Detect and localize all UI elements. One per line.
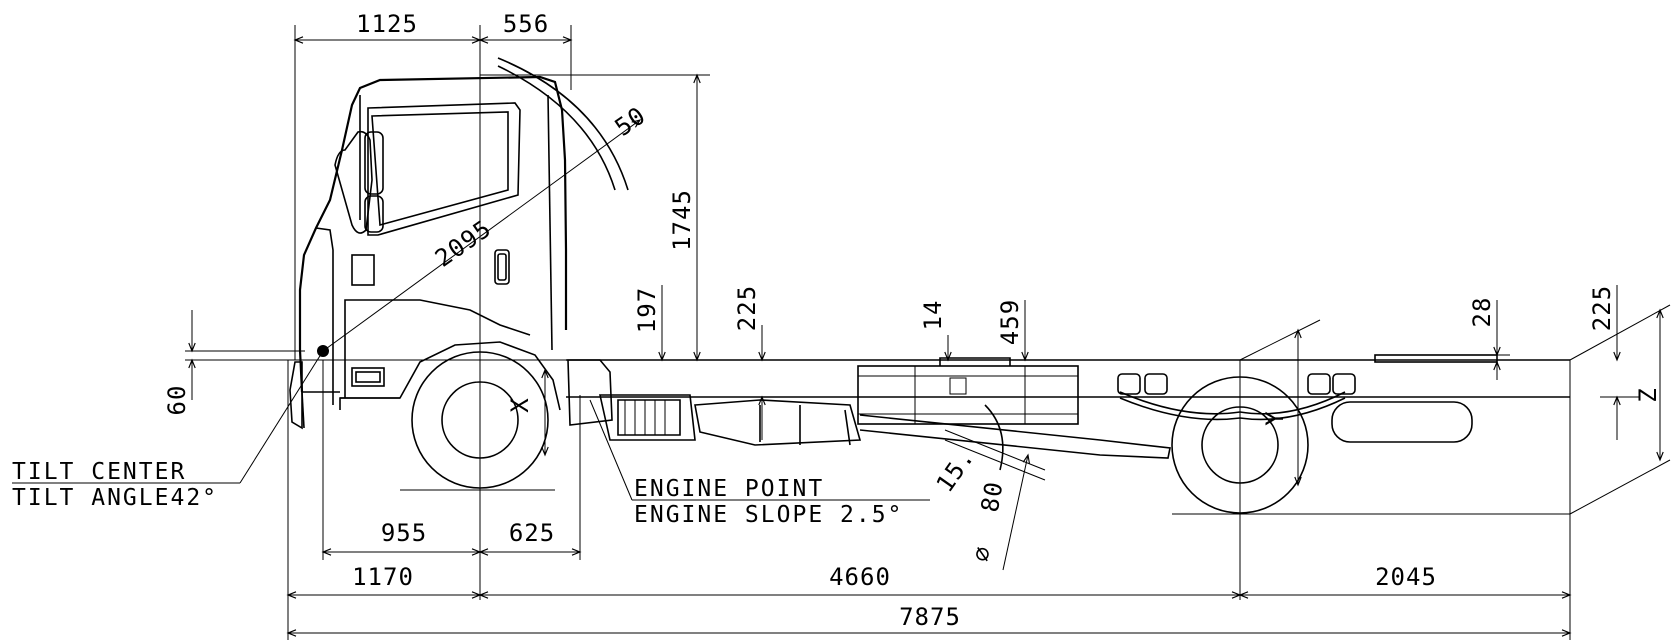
dim-1170: 1170 (352, 563, 414, 591)
tilt-center-label: TILT CENTER (12, 459, 186, 485)
reference-lines (185, 25, 1671, 640)
dim-625: 625 (509, 519, 555, 547)
dim-225-front: 225 (733, 285, 761, 331)
dim-4660: 4660 (829, 563, 891, 591)
dim-28: 28 (1468, 297, 1496, 328)
dim-60: 60 (163, 385, 191, 416)
front-wheel (400, 351, 555, 491)
engine-point-label: ENGINE POINT (634, 476, 824, 502)
dim-14: 14 (919, 300, 947, 331)
point-x-label: X (506, 397, 534, 412)
dim-2045: 2045 (1375, 563, 1437, 591)
dim-1125: 1125 (356, 10, 418, 38)
fuel-tank (857, 357, 1079, 425)
point-z-label: Z (1634, 387, 1662, 402)
dim-459: 459 (996, 299, 1024, 345)
dim-2095: 2095 (430, 214, 497, 272)
dim-7875: 7875 (899, 603, 961, 631)
dim-197: 197 (633, 287, 661, 333)
dimension-labels: 1125 556 50 2095 1745 197 225 14 459 28 … (163, 10, 1616, 631)
dim-225-rear: 225 (1588, 285, 1616, 331)
dim-1745: 1745 (668, 189, 696, 251)
diameter-symbol: ⌀ (967, 544, 997, 564)
cab (289, 75, 568, 430)
tilt-angle-label: TILT ANGLE42° (12, 485, 218, 511)
truck-outline (289, 75, 1571, 515)
drivetrain (567, 359, 1171, 459)
dimension-lines (12, 36, 1664, 637)
point-y-label: Y (1261, 410, 1289, 425)
dim-80: 80 (976, 479, 1009, 514)
annotations: TILT CENTER TILT ANGLE42° ENGINE POINT E… (12, 387, 1662, 528)
engine-slope-label: ENGINE SLOPE 2.5° (634, 502, 903, 528)
rear-wheel (1117, 354, 1570, 515)
dim-50: 50 (610, 101, 651, 142)
dim-556: 556 (503, 10, 549, 38)
dim-955: 955 (381, 519, 427, 547)
